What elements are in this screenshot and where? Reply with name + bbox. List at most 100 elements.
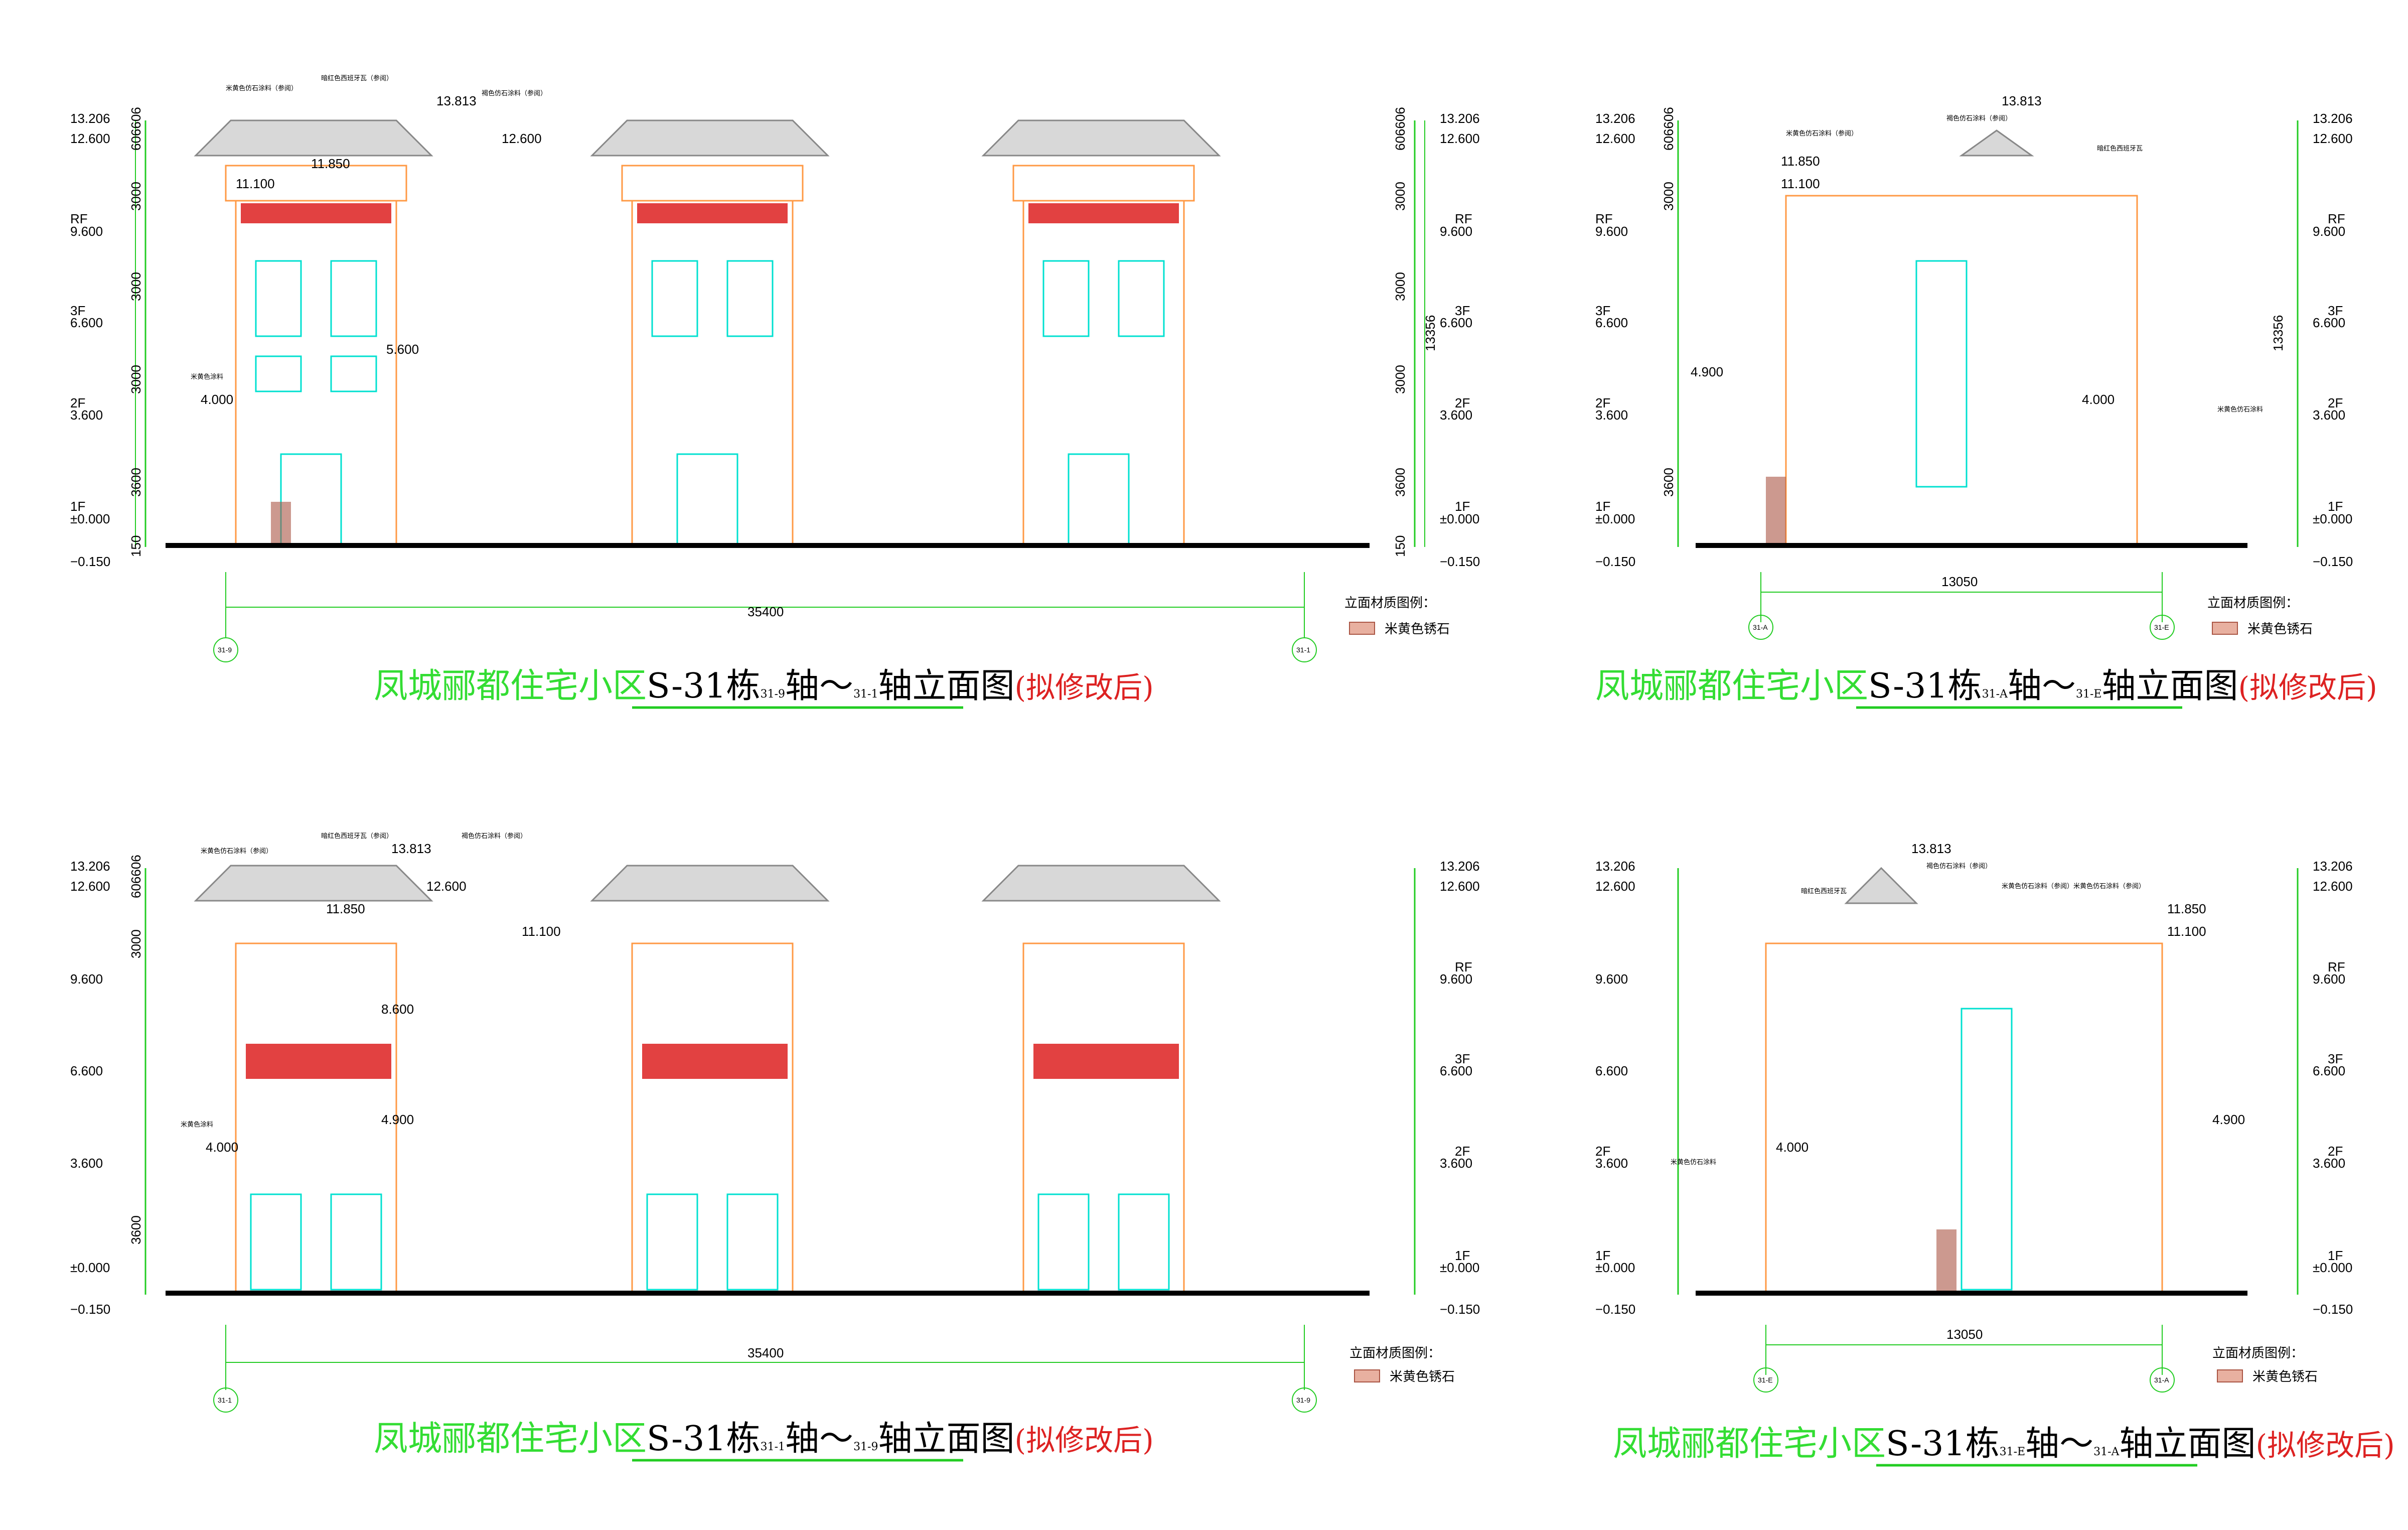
mark-canopy: 4.000 bbox=[2082, 392, 2115, 407]
ground-line bbox=[1696, 543, 2247, 548]
axis-right: 31-A bbox=[2154, 1376, 2169, 1384]
brick-pier bbox=[1936, 1229, 1957, 1295]
legend-title: 立面材质图例： bbox=[2212, 1345, 2304, 1360]
level-1f-label-r: 1F bbox=[2328, 499, 2343, 514]
level-2f-r: 3.600 bbox=[1440, 407, 1472, 423]
dim-150-r: 150 bbox=[1393, 535, 1408, 557]
level-top-r: 13.206 bbox=[1440, 111, 1480, 126]
window bbox=[330, 355, 377, 392]
level-base-r: −0.150 bbox=[1440, 1302, 1480, 1317]
level-2f-label-r: 2F bbox=[1455, 395, 1470, 410]
mark-eave: 11.850 bbox=[2167, 901, 2206, 916]
axis-bubble-right bbox=[2150, 615, 2175, 640]
level-1f-label-r: 1F bbox=[2328, 1248, 2343, 1263]
view-title: 凤城郦都住宅小区S-31栋31-1轴～31-9轴立面图(拟修改后) bbox=[374, 1419, 1154, 1459]
dim-3600-r: 3600 bbox=[1393, 468, 1408, 497]
window bbox=[250, 1193, 302, 1291]
ground-line bbox=[166, 543, 1370, 548]
width-dim: 35400 bbox=[747, 604, 784, 619]
mark-cornice: 11.100 bbox=[2167, 924, 2206, 939]
note-brown-stone: 褐色仿石涂料（参阅） bbox=[482, 89, 547, 97]
level-top: 13.206 bbox=[1595, 111, 1635, 126]
level-2f-r: 3.600 bbox=[2313, 407, 2345, 423]
width-dim: 13050 bbox=[1946, 1327, 1983, 1342]
width-dim: 35400 bbox=[747, 1345, 784, 1360]
stair-window bbox=[1961, 1008, 2013, 1291]
axis-bubble-left bbox=[213, 1387, 238, 1413]
window bbox=[1042, 260, 1090, 337]
level-ruler-left: 13.206 12.600 9.600 6.600 3.600 ±0.000 −… bbox=[70, 855, 146, 1317]
level-2f-label-r: 2F bbox=[1455, 1144, 1470, 1159]
width-dim: 13050 bbox=[1941, 574, 1978, 589]
level-3f: 6.600 bbox=[1595, 1063, 1628, 1078]
level-ruler-left: 13.206 12.600 RF 9.600 3F 6.600 2F 3.600… bbox=[1595, 107, 1679, 569]
level-roof-r: 12.600 bbox=[1440, 131, 1480, 146]
level-ruler-right: 13.206 12.600 RF 9.600 3F 6.600 2F 3.600… bbox=[2297, 859, 2353, 1317]
mark-ridge: 13.813 bbox=[436, 93, 477, 108]
axis-left: 31-1 bbox=[218, 1396, 232, 1404]
unit-3 bbox=[981, 119, 1221, 548]
level-3f-r: 6.600 bbox=[1440, 315, 1472, 330]
level-2f-label-r: 2F bbox=[2328, 1144, 2343, 1159]
legend-swatch bbox=[1354, 1369, 1380, 1382]
axis-right: 31-E bbox=[2154, 623, 2169, 631]
legend-swatch bbox=[2217, 1369, 2243, 1382]
title-suffix: (拟修改后) bbox=[1015, 1423, 1154, 1457]
view-title: 凤城郦都住宅小区S-31栋31-E轴～31-A轴立面图(拟修改后) bbox=[1613, 1424, 2395, 1464]
level-2f-label-r: 2F bbox=[2328, 395, 2343, 410]
level-1f-r: ±0.000 bbox=[2313, 511, 2352, 526]
level-top: 13.206 bbox=[70, 111, 110, 126]
level-rf-label: RF bbox=[1595, 211, 1613, 226]
title-prefix: 凤城郦都住宅小区 bbox=[1595, 666, 1868, 706]
level-2f: 3.600 bbox=[1595, 407, 1628, 423]
level-3f-label: 3F bbox=[70, 303, 85, 318]
dim-3000-r3: 3000 bbox=[1393, 365, 1408, 394]
legend-item: 米黄色锈石 bbox=[2252, 1369, 2318, 1384]
dim-3600: 3600 bbox=[1661, 468, 1676, 497]
dim-606606-r: 606606 bbox=[1393, 107, 1408, 151]
dim-3000-b: 3000 bbox=[128, 272, 143, 301]
brick-pier bbox=[1766, 477, 1786, 547]
mark-ridge: 13.813 bbox=[391, 841, 431, 856]
window bbox=[1118, 260, 1165, 337]
dim-3600: 3600 bbox=[128, 468, 143, 497]
level-ruler-right: 13.206 12.600 RF 9.600 3F 6.600 2F 3.600… bbox=[1414, 859, 1480, 1317]
level-top-r: 13.206 bbox=[1440, 859, 1480, 874]
window bbox=[646, 1193, 698, 1291]
legend-swatch bbox=[1349, 622, 1375, 635]
title-word1: 轴～ bbox=[785, 666, 853, 706]
view-title: 凤城郦都住宅小区S-31栋31-9轴～31-1轴立面图(拟修改后) bbox=[374, 666, 1154, 706]
level-roof: 12.600 bbox=[1595, 879, 1635, 894]
roof bbox=[981, 119, 1221, 157]
elevation-view-4: 13.206 12.600 9.600 6.600 2F 3.600 1F ±0… bbox=[1595, 841, 2395, 1467]
level-rf-r: 9.600 bbox=[1440, 224, 1472, 239]
level-base-r: −0.150 bbox=[1440, 554, 1480, 569]
mark-ridge: 13.813 bbox=[2002, 93, 2042, 108]
dim-total-r: 13356 bbox=[1423, 315, 1438, 351]
level-rf-label: RF bbox=[70, 211, 88, 226]
legend-title: 立面材质图例： bbox=[1344, 595, 1436, 610]
dim-606606: 606606 bbox=[128, 107, 143, 151]
level-rf-r: 9.600 bbox=[2313, 224, 2345, 239]
window bbox=[255, 355, 302, 392]
title-axis-from: 31-A bbox=[1982, 688, 2008, 701]
note-brown-stone: 褐色仿石涂料（参阅） bbox=[462, 832, 527, 840]
level-top-r: 13.206 bbox=[2313, 859, 2353, 874]
title-word2: 轴立面图 bbox=[2101, 666, 2238, 706]
level-rf-label-r: RF bbox=[2328, 211, 2345, 226]
axis-bubble-left bbox=[213, 637, 238, 662]
level-2f-label: 2F bbox=[1595, 1144, 1610, 1159]
title-word2: 轴立面图 bbox=[878, 1419, 1015, 1459]
unit-3 bbox=[981, 865, 1221, 1296]
level-rf-label-r: RF bbox=[2328, 959, 2345, 975]
window bbox=[330, 1193, 382, 1291]
level-rf-r: 9.600 bbox=[1440, 971, 1472, 987]
window bbox=[1118, 1193, 1170, 1291]
level-3f-label-r: 3F bbox=[2328, 1051, 2343, 1066]
dim-3000-c: 3000 bbox=[128, 365, 143, 394]
roof bbox=[194, 865, 433, 902]
level-top: 13.206 bbox=[70, 859, 110, 874]
title-code: S-31栋 bbox=[647, 1419, 761, 1459]
level-2f-r: 3.600 bbox=[2313, 1156, 2345, 1171]
